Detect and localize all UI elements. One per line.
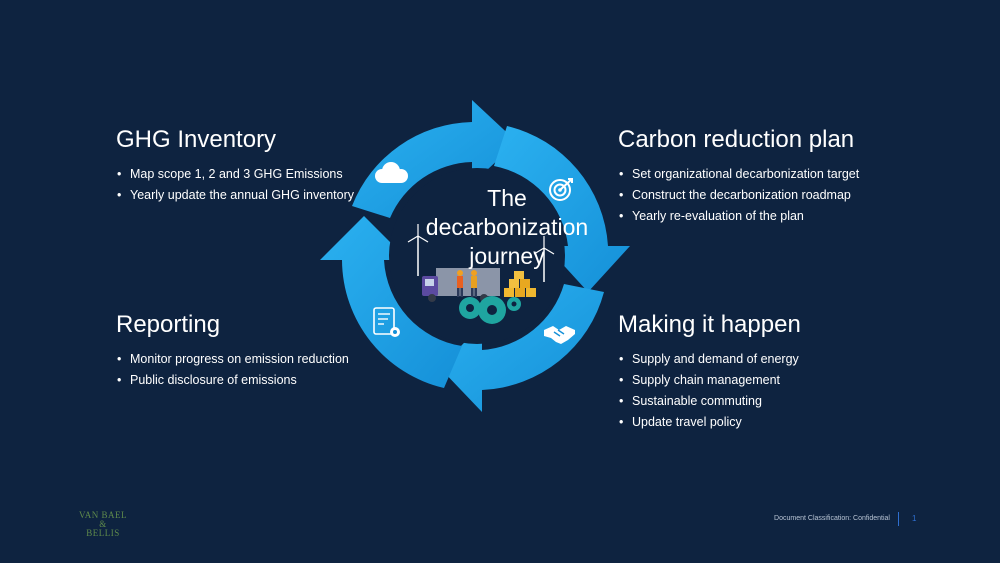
bullet: • — [619, 352, 624, 366]
list-item: • Supply chain management — [618, 370, 801, 391]
bullet: • — [117, 188, 122, 202]
worker-icon — [471, 270, 477, 297]
list-item-text: Yearly update the annual GHG inventory — [130, 188, 354, 202]
list-item: • Sustainable commuting — [618, 391, 801, 412]
ghg-inventory-list: • Map scope 1, 2 and 3 GHG Emissions • Yea… — [116, 164, 354, 206]
logo-line: & — [99, 519, 107, 529]
list-item-text: Monitor progress on emission reduction — [130, 352, 349, 366]
list-item: • Yearly re-evaluation of the plan — [618, 206, 859, 227]
target-icon — [549, 178, 573, 201]
list-item: • Map scope 1, 2 and 3 GHG Emissions — [116, 164, 354, 185]
list-item: • Monitor progress on emission reduction — [116, 349, 349, 370]
center-title-line: The — [487, 185, 527, 211]
list-item: • Construct the decarbonization roadmap — [618, 185, 859, 206]
worker-icon — [457, 270, 463, 297]
list-item-text: Supply and demand of energy — [632, 352, 799, 366]
boxes-icon — [504, 271, 536, 297]
bullet: • — [619, 209, 624, 223]
cycle-arrow-left — [320, 216, 462, 388]
bullet: • — [619, 394, 624, 408]
list-item-text: Set organizational decarbonization targe… — [632, 167, 860, 181]
list-item-text: Sustainable commuting — [632, 394, 762, 408]
carbon-reduction-title: Carbon reduction plan — [618, 126, 855, 153]
center-title-line: decarbonization — [425, 214, 589, 240]
decarbonization-cycle — [320, 100, 630, 412]
list-item-text: Yearly re-evaluation of the plan — [632, 209, 804, 223]
list-item: • Public disclosure of emissions — [116, 370, 349, 391]
list-item: • Set organizational decarbonization targ… — [618, 164, 859, 185]
logo-line: VAN BAEL — [78, 510, 128, 520]
report-icon — [373, 307, 400, 337]
ghg-inventory-title: GHG Inventory — [116, 126, 277, 153]
center-title-line: journey — [469, 243, 545, 269]
cloud-icon — [375, 162, 408, 183]
list-item-text: Construct the decarbonization roadmap — [632, 188, 851, 202]
reporting-list: •Monitor progress on emission reduction … — [116, 349, 349, 391]
cycle-arrow-bottom — [440, 284, 604, 412]
list-item: • Update travel policy — [618, 412, 801, 433]
truck-icon — [422, 268, 500, 302]
bullet: • — [619, 373, 624, 387]
footer-divider — [898, 512, 899, 526]
logo-line: BELLIS — [86, 528, 120, 538]
making-it-happen-list: • Supply and demand of energy • Supply cha… — [618, 349, 801, 433]
reporting-title: Reporting — [116, 311, 221, 338]
bullet: • — [619, 167, 624, 181]
list-item: • Supply and demand of energy — [618, 349, 801, 370]
list-item-text: Map scope 1, 2 and 3 GHG Emissions — [130, 167, 343, 181]
bullet: • — [117, 167, 122, 181]
ghg-inventory-section: GHG Inventory • Map scope 1, 2 and 3 GHG … — [116, 126, 354, 206]
handshake-icon — [544, 326, 575, 344]
document-classification: Document Classification: Confidential — [774, 515, 890, 522]
page-number: 1 — [912, 514, 917, 523]
bullet: • — [117, 352, 122, 366]
making-it-happen-section: Making it happen • Supply and demand of e… — [618, 311, 801, 433]
bullet: • — [619, 188, 624, 202]
carbon-reduction-section: Carbon reduction plan • Set organizationa… — [618, 126, 859, 227]
making-it-happen-title: Making it happen — [618, 311, 801, 338]
gears-icon — [459, 296, 521, 324]
wind-turbine-icon — [533, 236, 555, 282]
wind-turbine-icon — [407, 224, 429, 276]
cycle-arrow-top — [352, 100, 517, 218]
carbon-reduction-list: • Set organizational decarbonization targ… — [618, 164, 859, 227]
list-item-text: Update travel policy — [632, 415, 742, 429]
logo: VAN BAEL & BELLIS — [72, 511, 134, 538]
bullet: • — [619, 415, 624, 429]
cycle-center-title: The decarbonization journey — [412, 184, 602, 271]
cycle-arrow-right — [494, 126, 630, 292]
list-item-text: Supply chain management — [632, 373, 781, 387]
list-item: • Yearly update the annual GHG inventory — [116, 185, 354, 206]
bullet: • — [117, 373, 122, 387]
list-item-text: Public disclosure of emissions — [130, 373, 297, 387]
reporting-section: Reporting • Monitor progress on emission … — [116, 311, 349, 391]
